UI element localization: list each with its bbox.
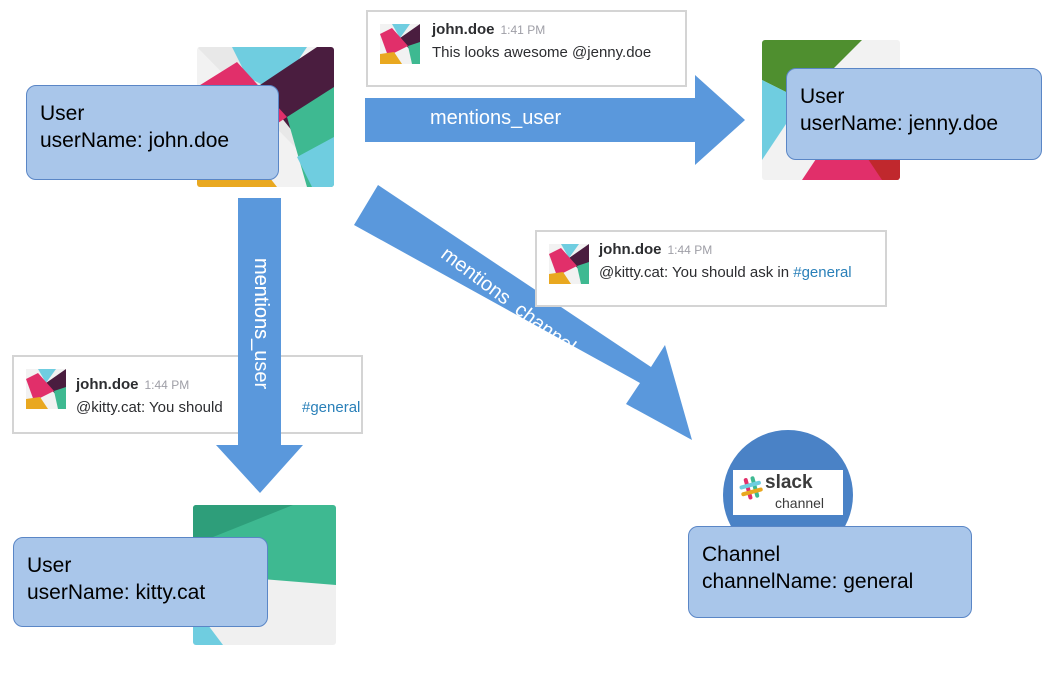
slack-hash-icon <box>739 476 763 500</box>
message-username: john.doe 1:44 PM <box>599 241 712 258</box>
arrow-mentions-user-to-jenny <box>365 75 745 165</box>
message-text: This looks awesome @jenny.doe <box>432 44 652 61</box>
message-card-middle: john.doe 1:44 PM @kitty.cat: You should a… <box>535 230 887 307</box>
slack-word: slack <box>765 472 813 493</box>
edge-label-to-jenny: mentions_user <box>430 107 562 129</box>
message-user: john.doe <box>599 241 662 258</box>
message-time: 1:44 PM <box>667 243 713 257</box>
node-type-label: User <box>800 85 845 108</box>
node-type-label: Channel <box>702 543 781 566</box>
message-text: @kitty.cat: You should <box>76 399 223 416</box>
channel-node-general: Channel channelName: general <box>688 526 972 618</box>
node-attr-label: userName: john.doe <box>40 129 230 152</box>
message-time: 1:41 PM <box>500 23 546 37</box>
channel-link[interactable]: #general <box>793 264 852 281</box>
message-time: 1:44 PM <box>144 378 190 392</box>
message-text-line: @kitty.cat: You should ask in #general <box>599 264 852 281</box>
user-node-jenny: User userName: jenny.doe <box>786 68 1042 160</box>
message-card-left: john.doe 1:44 PM @kitty.cat: You should #… <box>12 355 363 434</box>
user-node-kitty: User userName: kitty.cat <box>13 537 268 627</box>
message-user: john.doe <box>432 21 495 38</box>
slack-avatar-icon <box>380 24 420 64</box>
slack-avatar-icon <box>549 244 589 284</box>
node-attr-label: userName: kitty.cat <box>27 581 206 604</box>
message-username: john.doe 1:41 PM <box>432 21 545 38</box>
channel-link[interactable]: #general <box>302 399 361 416</box>
arrow-mentions-channel <box>354 185 692 440</box>
edge-label-to-kitty-overlay: mentions_user <box>250 258 272 390</box>
slack-avatar-icon <box>26 369 66 409</box>
arrow-mentions-user-to-kitty <box>216 198 303 493</box>
node-type-label: User <box>40 102 85 125</box>
slack-sub: channel <box>775 495 825 511</box>
message-username: john.doe 1:44 PM <box>76 376 189 393</box>
node-attr-label: channelName: general <box>702 570 914 593</box>
message-text: @kitty.cat: You should ask in <box>599 264 794 281</box>
message-user: john.doe <box>76 376 139 393</box>
node-type-label: User <box>27 554 72 577</box>
message-card-top: john.doe 1:41 PM This looks awesome @jenn… <box>366 10 687 87</box>
node-attr-label: userName: jenny.doe <box>800 112 999 135</box>
slack-logo: slack channel <box>733 470 843 515</box>
user-node-john: User userName: john.doe <box>26 85 279 180</box>
